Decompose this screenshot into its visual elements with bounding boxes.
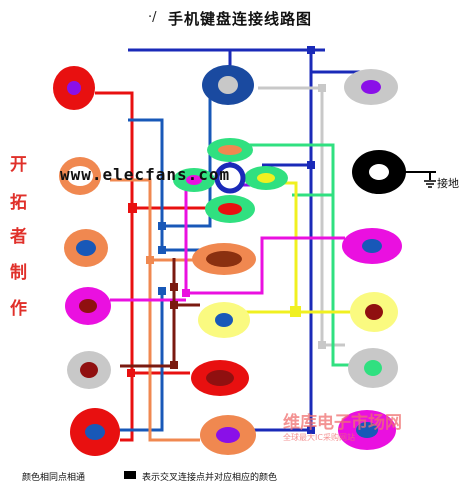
wire-ground — [405, 171, 436, 180]
wire-orange — [110, 178, 200, 442]
key-right-6-center — [356, 422, 378, 438]
junction-yellow — [290, 306, 301, 317]
key-left-1-center — [67, 81, 81, 95]
key-nav-right-center — [257, 173, 275, 183]
key-left-2-center — [67, 166, 93, 186]
side-label-char-5: 作 — [10, 299, 27, 319]
logo-text: 维库电子市场网 — [283, 413, 402, 433]
key-mid-3-center — [206, 251, 242, 267]
wire-blue-3 — [110, 290, 164, 432]
key-right-3-center — [362, 239, 382, 253]
junction-grey-1 — [318, 84, 326, 92]
key-nav-center-ring — [214, 162, 246, 194]
legend-cross-swatch — [124, 471, 136, 479]
junction-grey-2 — [318, 341, 326, 349]
wire-green — [245, 143, 352, 367]
ground-symbol-icon — [424, 180, 436, 188]
wire-red-top — [95, 91, 134, 442]
junction-blue-1 — [158, 222, 166, 230]
junction-blue-2 — [158, 246, 166, 254]
logo-subtext: 全球最大IC采购网站 — [283, 433, 355, 442]
key-left-6-center — [85, 424, 105, 440]
key-left-4-center — [79, 299, 97, 313]
junction-red-1 — [128, 203, 137, 213]
key-nav-left-center — [186, 175, 202, 185]
key-mid-top-center — [218, 76, 238, 94]
ground-label: 接地 — [437, 177, 459, 190]
title-mark: ·/ — [148, 10, 157, 25]
key-right-5-center — [364, 360, 382, 376]
diagram-title: 手机键盘连接线路图 — [168, 10, 313, 28]
junction-orange — [146, 256, 154, 264]
junction-red-2 — [127, 369, 135, 377]
junction-blue-3 — [158, 287, 166, 295]
junction-darkbrown-1 — [170, 283, 178, 291]
key-mid-6-center — [216, 427, 240, 443]
side-label-char-2: 拓 — [10, 193, 27, 213]
key-mid-5-center — [206, 370, 234, 386]
junction-darkbrown-2 — [170, 301, 178, 309]
side-label-char-4: 制 — [10, 263, 27, 283]
key-nav-down-center — [218, 203, 242, 215]
key-right-4-center — [365, 304, 383, 320]
junction-magenta — [182, 289, 190, 297]
key-nav-up-center — [218, 145, 242, 155]
junction-navy-low — [307, 426, 315, 434]
key-left-5-center — [80, 362, 98, 378]
wire-blue — [128, 118, 200, 252]
junction-navy-top — [307, 46, 315, 54]
side-label-char-3: 者 — [10, 227, 27, 247]
key-left-3-center — [76, 240, 96, 256]
wire-magenta — [184, 190, 345, 295]
legend-cross: 表示交叉连接点并对应相应的颜色 — [142, 473, 278, 483]
key-right-1-center — [361, 80, 381, 94]
wire-darkbrown — [120, 258, 176, 368]
key-mid-4-center — [215, 313, 233, 327]
junction-darkbrown-3 — [170, 361, 178, 369]
side-label-char-1: 开 — [10, 155, 27, 175]
key-ground-center — [369, 164, 389, 180]
wire-blue-2 — [162, 88, 212, 228]
junction-navy-mid — [307, 161, 315, 169]
legend-same-color: 颜色相同点相通 — [22, 473, 86, 483]
watermark-text: www.elecfans.com — [60, 165, 231, 184]
